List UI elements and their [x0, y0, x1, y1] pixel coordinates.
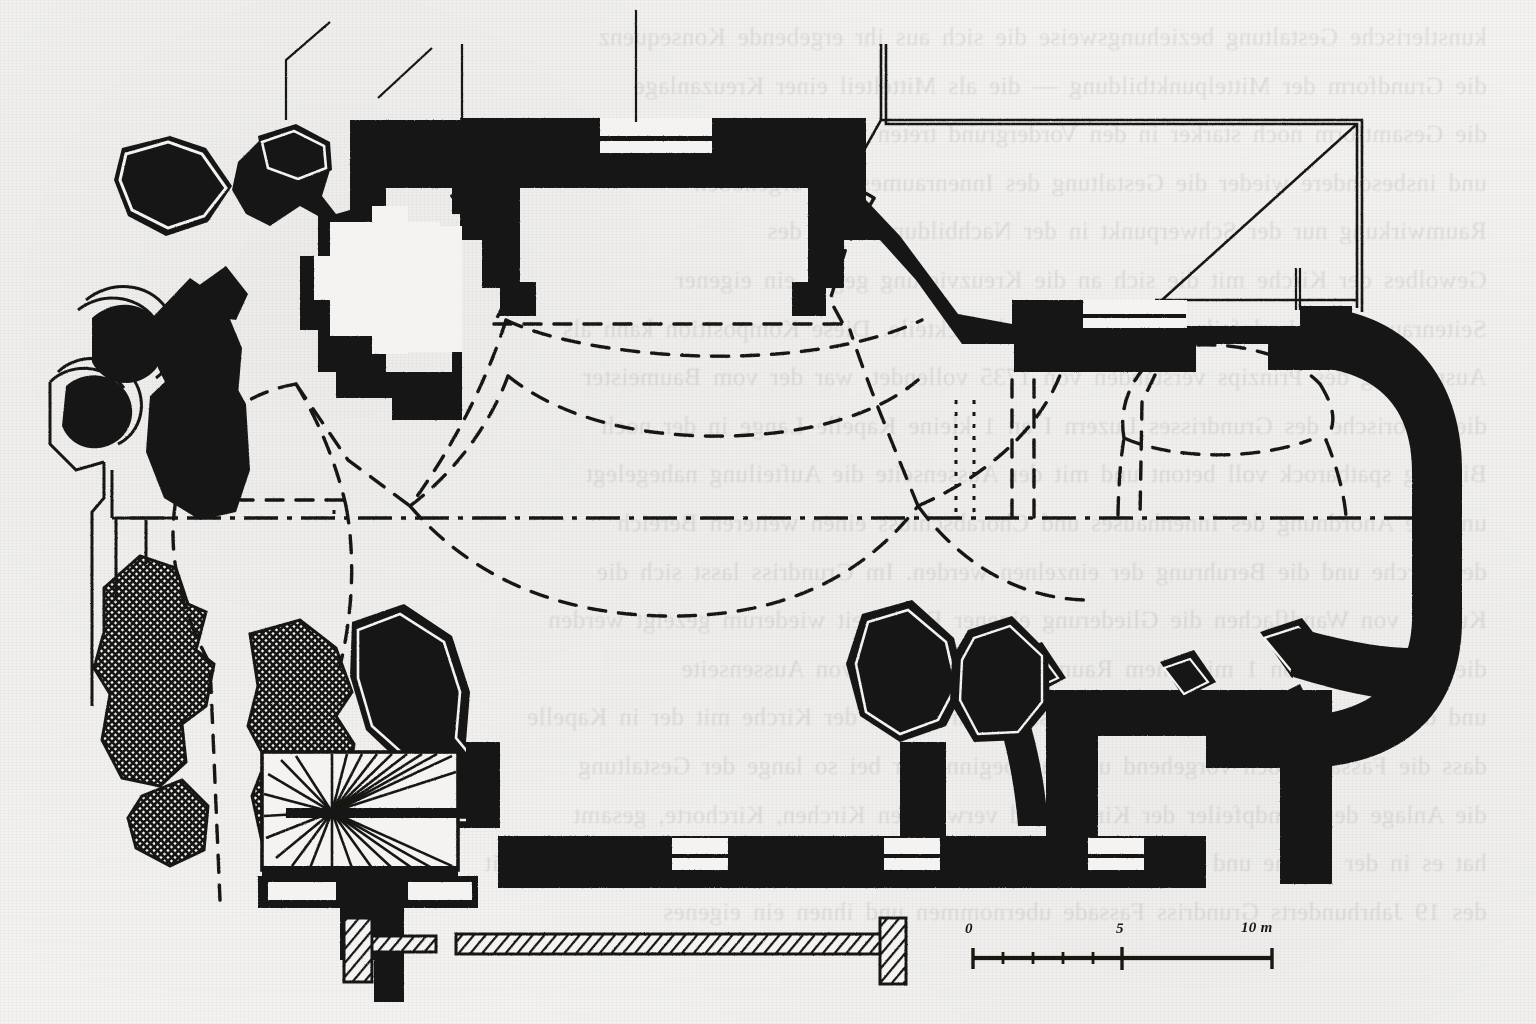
scale-label-0: 0 — [965, 921, 973, 937]
earlier-phase-hatched-masonry — [92, 554, 908, 986]
spiral-staircase[interactable] — [258, 750, 478, 908]
vault-rib-projection — [171, 164, 1348, 902]
west-facade-volute-scrollwork — [48, 266, 248, 706]
thin-construction-lines — [284, 10, 1302, 310]
scale-label-10m: 10 m — [1241, 920, 1273, 936]
scale-bar — [971, 947, 1274, 970]
pier-drop-lines — [332, 400, 976, 520]
scale-label-5: 5 — [1116, 921, 1124, 937]
solid-masonry-walls — [114, 118, 1462, 1002]
